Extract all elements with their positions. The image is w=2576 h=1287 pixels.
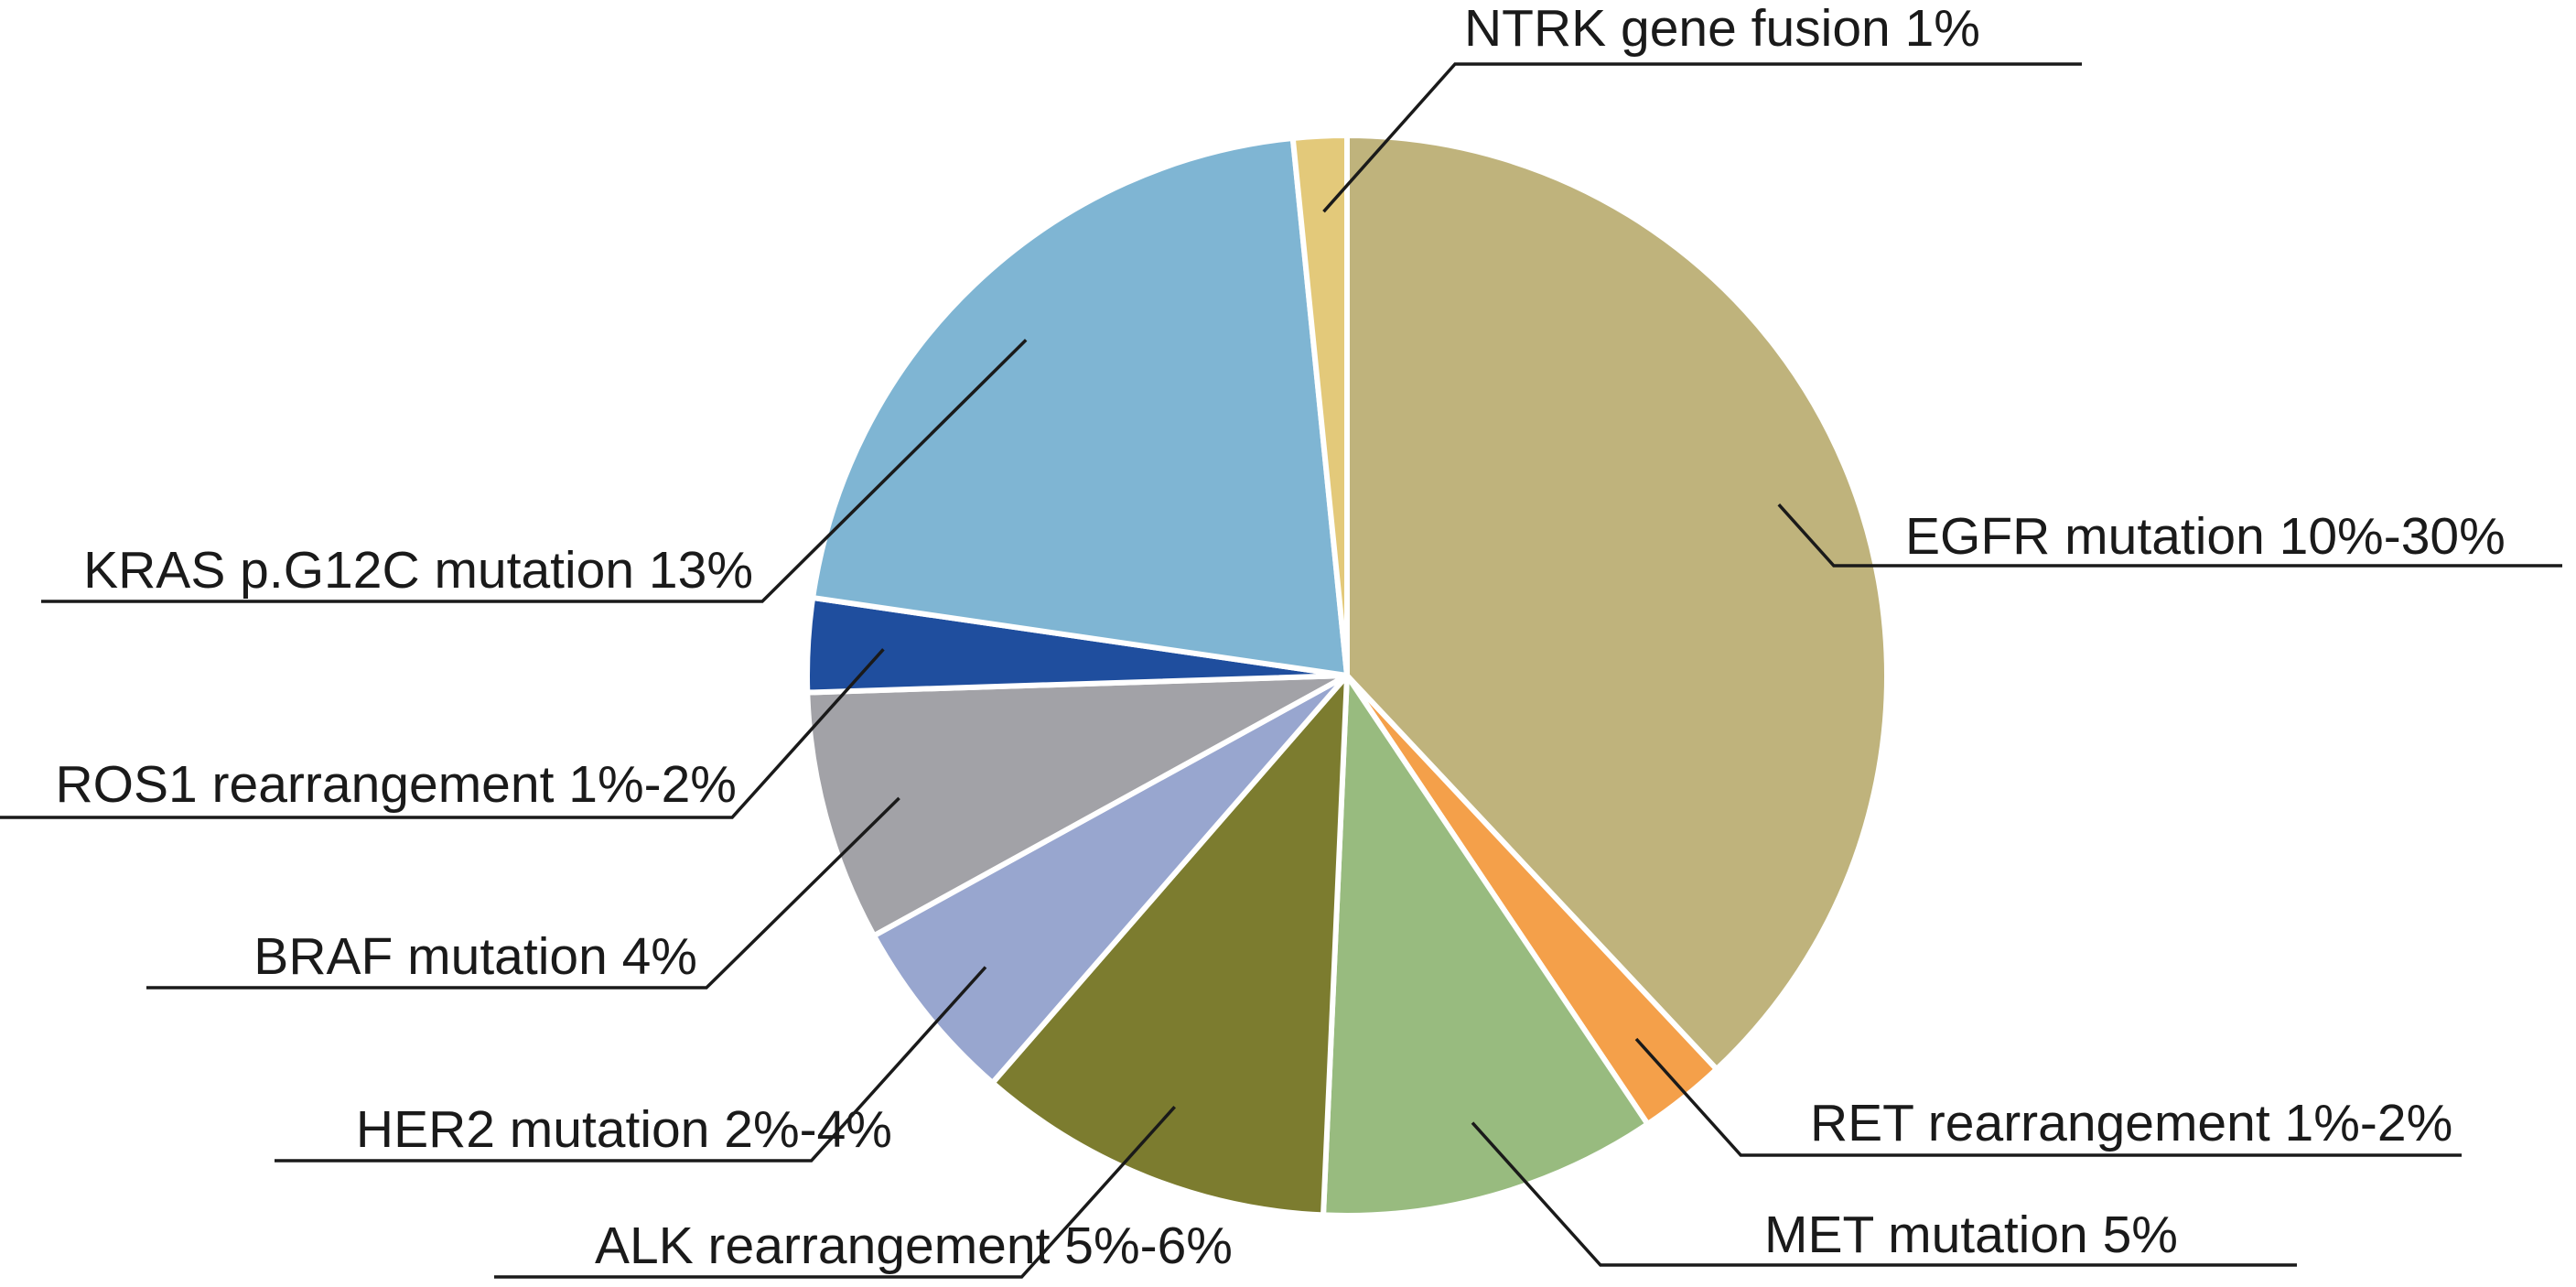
leader-line (275, 966, 987, 1163)
leader-line (1634, 1037, 2462, 1157)
slice-label: BRAF mutation 4% (253, 927, 697, 986)
leader-line (1777, 503, 2562, 568)
slice-label: ALK rearrangement 5%-6% (595, 1217, 1233, 1275)
pie-slice (804, 673, 1350, 939)
pie-slice (1320, 673, 1651, 1218)
leader-line (41, 339, 1028, 603)
leader-line (494, 1106, 1177, 1279)
slice-label: NTRK gene fusion 1% (1464, 0, 1980, 58)
slice-label: HER2 mutation 2%-4% (356, 1100, 892, 1159)
pie-slice (1344, 133, 1890, 1073)
leader-line (1471, 1121, 2297, 1267)
slice-label: EGFR mutation 10%-30% (1905, 507, 2506, 566)
leader-line (1322, 62, 2082, 213)
pie-slice (989, 673, 1350, 1218)
pie-slice (1289, 133, 1350, 678)
leader-line (146, 796, 900, 990)
leader-lines (0, 62, 2562, 1279)
slice-label: MET mutation 5% (1764, 1206, 2178, 1264)
pie-slice (870, 673, 1350, 1087)
pie-slice (810, 135, 1350, 678)
slice-label: KRAS p.G12C mutation 13% (83, 541, 753, 600)
slice-labels: EGFR mutation 10%-30% RET rearrangement 1… (55, 0, 2505, 1275)
slice-label: RET rearrangement 1%-2% (1810, 1094, 2452, 1152)
pie-slices (804, 133, 1890, 1218)
leader-line (0, 648, 885, 819)
slice-label: ROS1 rearrangement 1%-2% (55, 755, 737, 814)
